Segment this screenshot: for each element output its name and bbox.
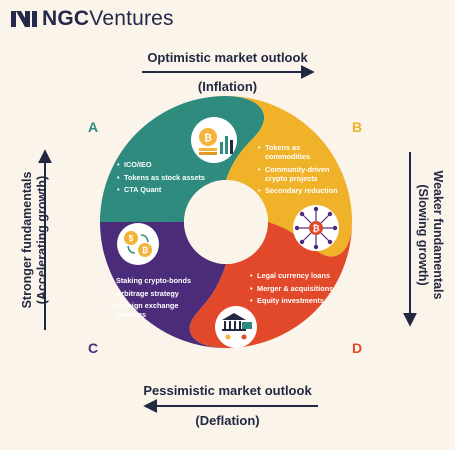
bottom-title: Pessimistic market outlook bbox=[143, 383, 312, 398]
center-hole bbox=[184, 180, 268, 264]
list-item: Community-driven crypto projects bbox=[258, 165, 338, 183]
list-item: Arbitrage strategy bbox=[109, 289, 204, 298]
list-item: Staking crypto-bonds bbox=[109, 276, 204, 285]
list-item: Tokens as stock assets bbox=[117, 173, 209, 182]
svg-text:₿: ₿ bbox=[204, 132, 212, 144]
logo-text: NGCVentures bbox=[42, 8, 174, 30]
bank-handshake-icon bbox=[215, 306, 257, 348]
quadrant-letter-d: D bbox=[352, 340, 363, 356]
quadrant-c-list: Staking crypto-bonds Arbitrage strategy … bbox=[109, 276, 204, 323]
quadrant-d-list: Legal currency loans Merger & acquisitio… bbox=[250, 271, 346, 309]
top-subtitle: (Inflation) bbox=[197, 79, 258, 94]
quadrant-a-list: ICO/IEO Tokens as stock assets CTA Quant bbox=[117, 160, 209, 198]
right-label-line2: (Slowing growth) bbox=[416, 184, 430, 286]
list-item: Foreign exchange reserves bbox=[109, 301, 204, 319]
list-item: Legal currency loans bbox=[250, 271, 346, 280]
left-label: Stronger fundamentals (Accelerating grow… bbox=[20, 148, 50, 332]
left-label-line2: (Accelerating growth) bbox=[35, 175, 49, 305]
quadrant-b-list: Tokens as commodities Community-driven c… bbox=[258, 143, 338, 199]
right-label-line1: Weaker fundamentals bbox=[431, 170, 445, 300]
left-label-line1: Stronger fundamentals bbox=[20, 171, 34, 309]
ngc-logo-icon bbox=[11, 11, 37, 27]
quadrant-letter-b: B bbox=[352, 119, 363, 135]
list-item: Equity investments bbox=[250, 296, 346, 305]
logo: NGCVentures bbox=[10, 8, 174, 30]
list-item: Secondary reduction bbox=[258, 186, 338, 195]
coin-exchange-icon: $ ₿ bbox=[117, 223, 159, 265]
list-item: Merger & acquisitions bbox=[250, 284, 346, 293]
top-title: Optimistic market outlook bbox=[147, 50, 308, 65]
logo-bold-text: NGC bbox=[42, 7, 90, 30]
list-item: CTA Quant bbox=[117, 185, 209, 194]
svg-text:$: $ bbox=[129, 234, 134, 243]
bottom-subtitle: (Deflation) bbox=[195, 413, 260, 428]
quadrant-letter-c: C bbox=[88, 340, 99, 356]
logo-rest-text: Ventures bbox=[89, 7, 174, 30]
svg-text:₿: ₿ bbox=[142, 246, 149, 255]
segment-a-fill bbox=[100, 189, 184, 222]
svg-text:₿: ₿ bbox=[312, 224, 319, 234]
list-item: ICO/IEO bbox=[117, 160, 209, 169]
right-label: Weaker fundamentals (Slowing growth) bbox=[415, 143, 445, 327]
list-item: Tokens as commodities bbox=[258, 143, 338, 161]
bitcoin-network-icon: ₿ bbox=[293, 205, 339, 251]
bitcoin-coins-chart-icon: ₿ bbox=[191, 117, 237, 163]
quadrant-letter-a: A bbox=[88, 119, 99, 135]
